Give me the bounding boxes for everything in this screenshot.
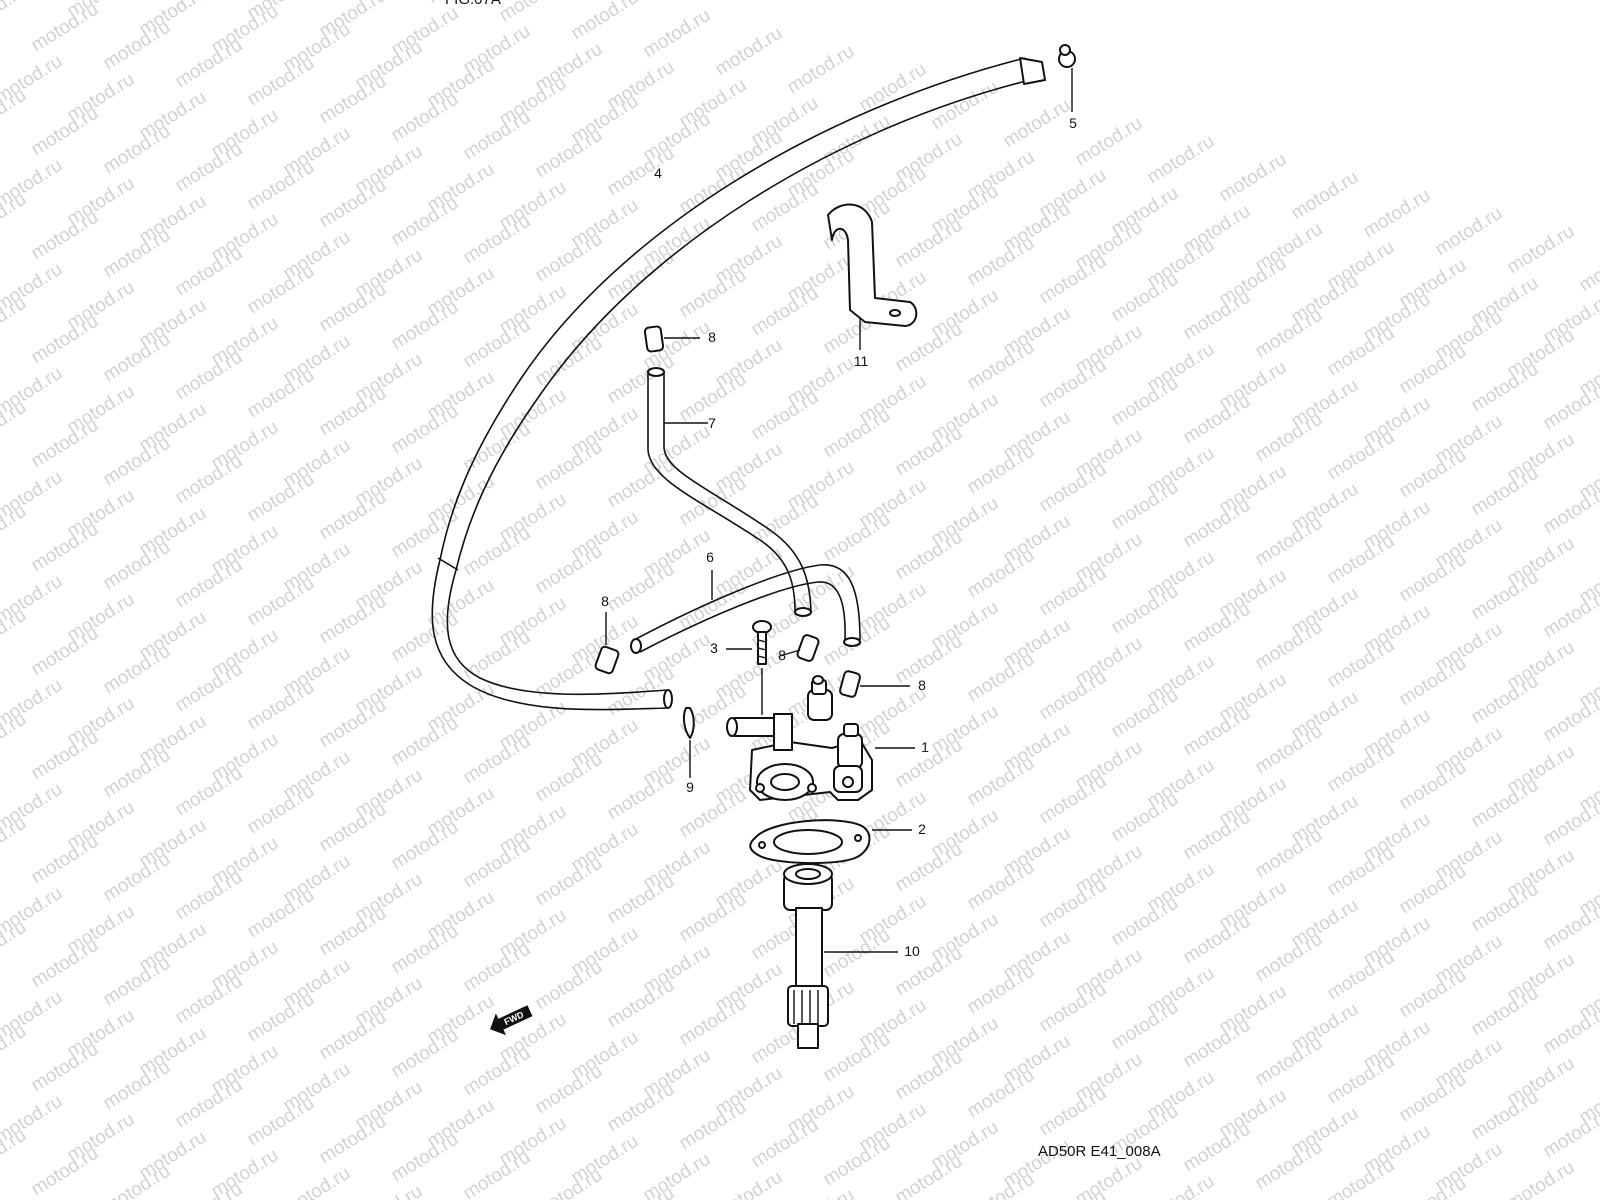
watermark-text: motod.ru — [1432, 203, 1507, 261]
watermark-text: motod.ru — [1576, 239, 1600, 297]
callout-8b: 8 — [601, 593, 609, 609]
watermark-text: motod.ru — [856, 59, 931, 117]
watermark-text: motod.ru — [568, 0, 643, 44]
hose-small — [630, 564, 861, 654]
watermark-text: motod.ru — [280, 1163, 355, 1200]
callout-11: 11 — [854, 353, 869, 369]
watermark-text: motod.ru — [1540, 377, 1600, 435]
hose-sleeve — [643, 325, 700, 353]
watermark-text: motod.ru — [496, 0, 571, 26]
hose-sleeve — [594, 612, 620, 675]
watermark-text: motod.ru — [1000, 95, 1075, 153]
callout-10: 10 — [904, 943, 920, 959]
watermark-text: motod.ru — [1540, 897, 1600, 955]
vacuum-hose — [647, 367, 812, 617]
hose-clip — [1058, 44, 1076, 112]
callout-8c: 8 — [778, 647, 786, 663]
watermark-text: motod.ru — [1144, 131, 1219, 189]
watermark-text: motod.ru — [1540, 585, 1600, 643]
screw — [726, 620, 772, 715]
watermark-text: motod.ru — [712, 1167, 787, 1200]
watermark-text: motod.ru — [1540, 689, 1600, 747]
gasket — [749, 819, 912, 865]
watermark-text: motod.ru — [1504, 1157, 1579, 1200]
callout-6: 6 — [706, 549, 714, 565]
watermark-text: motod.ru — [1144, 1171, 1219, 1200]
watermark-text: motod.ru — [1576, 1175, 1600, 1200]
callout-9: 9 — [686, 779, 694, 795]
watermark-text: motod.ru — [1540, 481, 1600, 539]
callout-5: 5 — [1069, 115, 1077, 131]
callout-4: 4 — [654, 165, 662, 181]
fuel-strainer — [783, 863, 898, 1049]
watermark-text: motod.ru — [1504, 221, 1579, 279]
watermark-text: motod.ru — [1288, 167, 1363, 225]
watermark-text: motod.ru — [1540, 793, 1600, 851]
callout-7: 7 — [708, 415, 716, 431]
hose-clip-small — [682, 707, 695, 778]
hose-sleeve — [839, 670, 910, 698]
callout-8a: 8 — [708, 329, 716, 345]
fuel-cock — [726, 675, 915, 801]
header-cut-label: FIG.07A — [445, 0, 501, 8]
watermark-text: motod.ru — [1072, 113, 1147, 171]
watermark-text: motod.ru — [352, 1181, 427, 1200]
watermark-text: motod.ru — [0, 0, 30, 38]
callout-2: 2 — [918, 821, 926, 837]
callout-3: 3 — [710, 640, 718, 656]
callout-1: 1 — [921, 739, 929, 755]
watermark-text: motod.ru — [928, 77, 1003, 135]
hose-sleeve — [779, 634, 820, 662]
watermark-text: motod.ru — [784, 41, 859, 99]
fuel-hose-long — [431, 57, 1046, 711]
watermark-text: motod.ru — [1540, 1001, 1600, 1059]
watermark-text: motod.ru — [712, 23, 787, 81]
watermark-text: motod.ru — [1540, 1105, 1600, 1163]
watermark-text: motod.ru — [640, 5, 715, 63]
diagram-code: AD50R E41_008A — [1038, 1143, 1161, 1160]
watermark-text: motod.ru — [172, 1179, 247, 1200]
watermark-text: motod.ru — [784, 1185, 859, 1200]
callout-8d: 8 — [918, 677, 926, 693]
watermark-text: motod.ru — [1216, 149, 1291, 207]
watermark-text: motod.ru — [1360, 185, 1435, 243]
hose-clamp-bracket — [827, 203, 918, 350]
